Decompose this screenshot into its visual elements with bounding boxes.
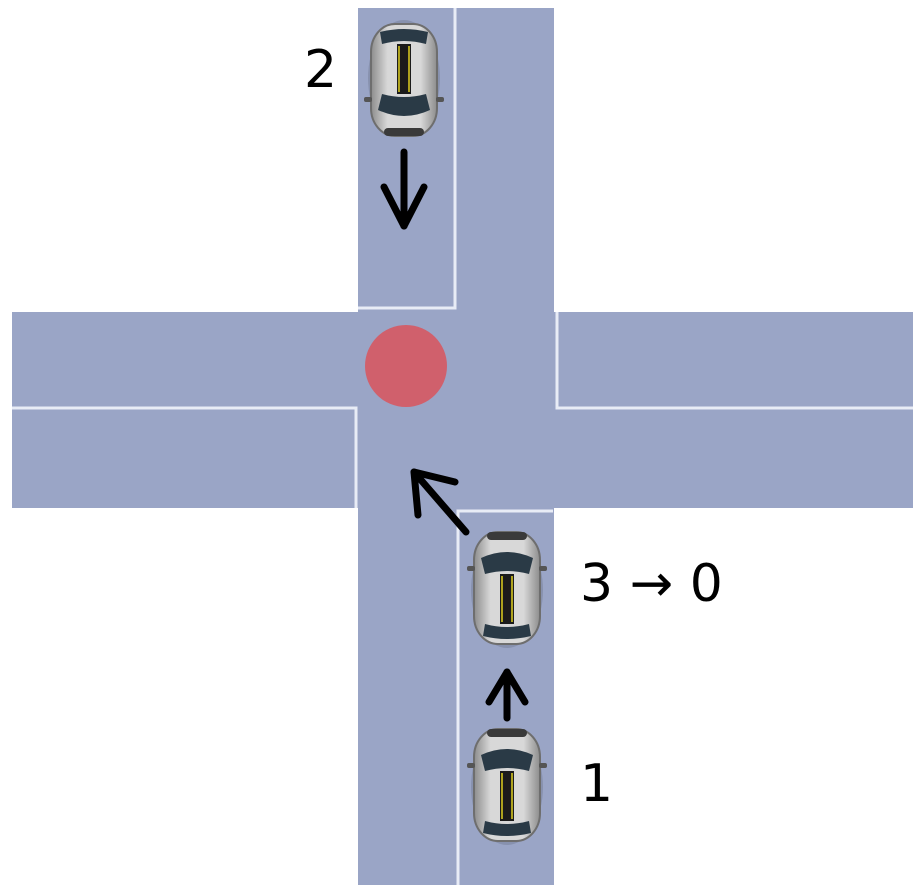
horizontal-road	[12, 312, 913, 508]
car-1	[467, 728, 547, 845]
car-grille	[384, 128, 424, 136]
lane-line-south	[456, 509, 553, 885]
car-mirror-left	[467, 763, 475, 768]
lane-line-north	[358, 8, 457, 310]
car-rear-window	[483, 821, 531, 836]
vehicle-label-3: 3 → 0	[580, 554, 723, 614]
car-mirror-right	[539, 566, 547, 571]
lane-lines	[12, 8, 913, 885]
conflict-point-marker	[365, 325, 447, 407]
car-roof-stripe	[500, 771, 514, 821]
car-mirror-right	[364, 97, 372, 102]
car-roof-stripe	[397, 44, 411, 94]
vehicle-label-1: 1	[580, 754, 614, 814]
car-grille	[487, 532, 527, 540]
arrow-car-2	[380, 148, 428, 230]
car-mirror-right	[539, 763, 547, 768]
car-windshield	[481, 749, 533, 771]
car-roof-stripe	[500, 574, 514, 624]
vehicle-label-2: 2	[304, 40, 338, 100]
car-rear-window	[380, 29, 428, 44]
car-mirror-left	[436, 97, 444, 102]
car-windshield	[378, 94, 430, 116]
car-rear-window	[483, 624, 531, 639]
lane-line-east	[555, 312, 913, 410]
car-windshield	[481, 552, 533, 574]
car-grille	[487, 729, 527, 737]
arrow-car-1	[485, 668, 529, 722]
car-mirror-left	[467, 566, 475, 571]
car-3	[467, 531, 547, 648]
lane-line-west	[12, 406, 358, 508]
roads	[12, 8, 913, 885]
car-2	[364, 20, 444, 137]
arrow-car-3	[410, 468, 470, 536]
